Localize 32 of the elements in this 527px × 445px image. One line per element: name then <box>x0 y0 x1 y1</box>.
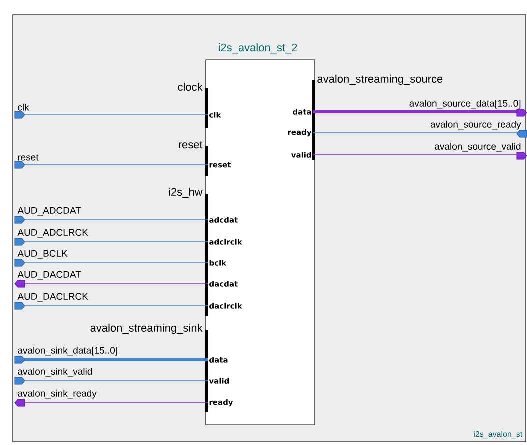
port-label: AUD_ADCDAT <box>18 207 82 216</box>
interface-label: clock <box>178 82 203 92</box>
port-label: avalon_sink_data[15..0] <box>18 346 118 356</box>
signal-line <box>14 280 208 288</box>
port-label: avalon_sink_valid <box>18 368 92 377</box>
signal-line <box>14 216 208 224</box>
port-label: clk <box>18 104 30 111</box>
port-label: avalon_source_ready <box>430 120 522 130</box>
port-label: AUD_ADCLRCK <box>18 229 88 238</box>
signal-line <box>14 356 208 364</box>
signal-line <box>14 111 208 119</box>
port-label: avalon_source_valid <box>435 143 521 152</box>
interface-label: avalon_streaming_sink <box>90 324 203 334</box>
port-label: reset <box>18 154 39 161</box>
port-label: avalon_source_data[15..0] <box>410 100 521 109</box>
port-label: AUD_DACLRCK <box>18 293 88 302</box>
port-label: AUD_BCLK <box>18 250 68 259</box>
port-label: avalon_sink_ready <box>18 390 97 399</box>
interface-label: avalon_streaming_source <box>318 74 443 86</box>
interface-label: i2s_hw <box>169 188 203 198</box>
signal-line <box>14 377 208 385</box>
signal-line <box>14 161 208 169</box>
signal-line <box>14 238 208 246</box>
signal-line <box>14 399 208 407</box>
port-label: AUD_DACDAT <box>18 271 82 280</box>
interface-label: reset <box>179 141 203 149</box>
signal-line <box>313 109 527 117</box>
signal-line <box>14 302 208 310</box>
signal-line <box>312 152 527 160</box>
signal-line <box>14 259 208 267</box>
signal-line <box>312 130 527 138</box>
node-label: i2s_avalon_st_2 <box>218 44 298 54</box>
